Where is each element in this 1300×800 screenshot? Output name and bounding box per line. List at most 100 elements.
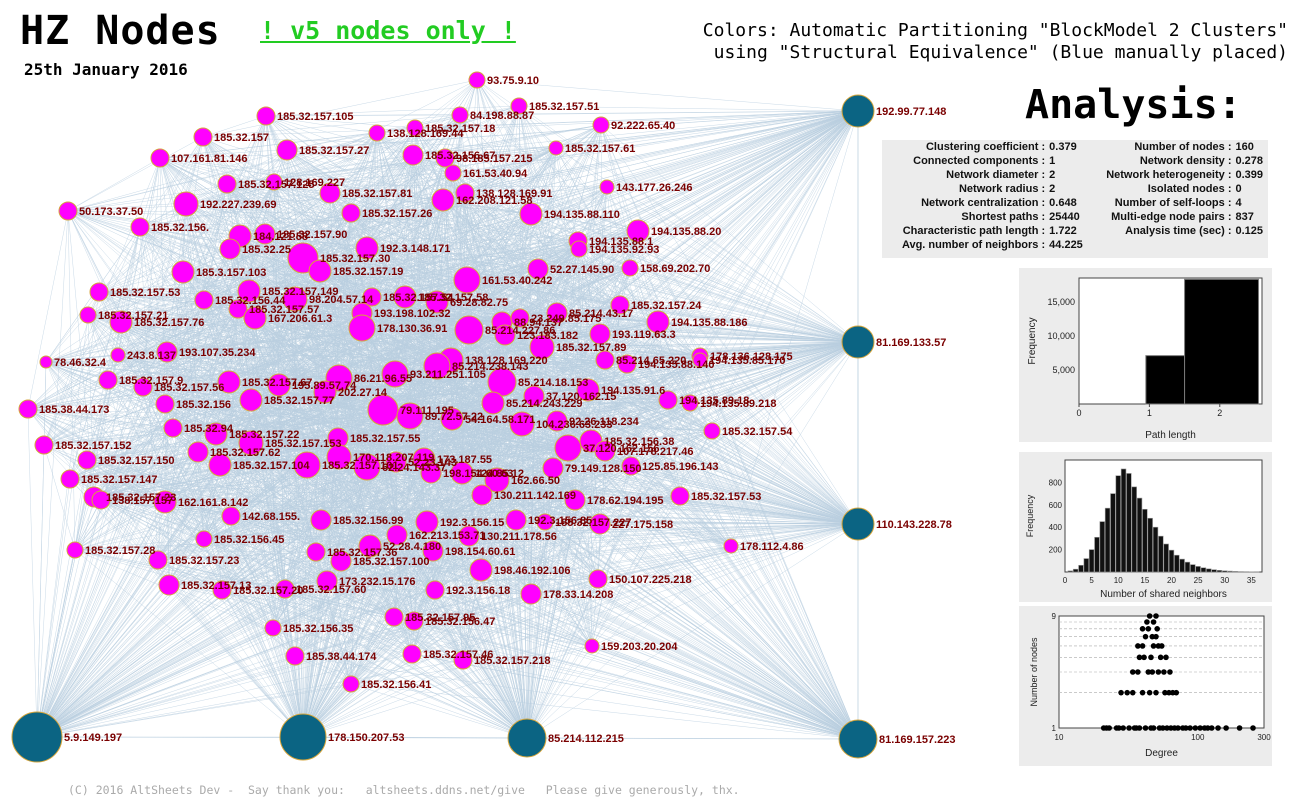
magenta-node bbox=[536, 513, 554, 531]
magenta-node bbox=[34, 435, 54, 455]
data-point bbox=[1124, 689, 1130, 696]
magenta-node bbox=[89, 282, 109, 302]
node-label: 158.69.202.70 bbox=[640, 263, 710, 275]
stat-value: 0.278 bbox=[1235, 155, 1264, 167]
magenta-node bbox=[217, 370, 241, 394]
data-point bbox=[1204, 725, 1211, 731]
data-point bbox=[1136, 725, 1143, 731]
blue-node-label: 81.169.157.223 bbox=[879, 734, 955, 746]
magenta-node bbox=[523, 385, 545, 407]
data-point bbox=[1150, 643, 1157, 649]
node-label: 227.175.158 bbox=[612, 519, 673, 531]
y-axis-label: Frequency bbox=[1025, 494, 1035, 537]
node-label: 185.3.157.103 bbox=[196, 267, 266, 279]
magenta-node bbox=[505, 509, 527, 531]
data-point bbox=[1167, 669, 1173, 675]
node-label: 185.32.156.38 bbox=[604, 436, 674, 448]
node-label: 130.211.178.56 bbox=[481, 531, 557, 543]
bar bbox=[1195, 566, 1201, 573]
magenta-node bbox=[431, 188, 455, 212]
bar bbox=[1211, 569, 1217, 573]
stat-value: 1.722 bbox=[1049, 225, 1077, 237]
node-label: 194.135.88.140 bbox=[638, 359, 714, 371]
node-label: 202.27.14 bbox=[338, 387, 388, 399]
node-label: 185.32.157.100 bbox=[353, 556, 429, 568]
blue-node bbox=[841, 94, 875, 128]
stat-value: 25440 bbox=[1049, 211, 1080, 223]
blue-node bbox=[279, 713, 327, 761]
bar bbox=[1110, 493, 1116, 573]
data-point bbox=[1215, 725, 1221, 731]
bar bbox=[1190, 564, 1196, 573]
stat-key: Clustering coefficient : bbox=[925, 141, 1046, 153]
magenta-node bbox=[404, 611, 424, 631]
node-label: 185.32.156.41 bbox=[361, 679, 431, 691]
magenta-node bbox=[238, 430, 264, 456]
blue-node bbox=[841, 507, 875, 541]
node-label: 185.32.157.149 bbox=[262, 286, 338, 298]
node-label: 193.107.35.234 bbox=[179, 347, 256, 359]
magenta-node bbox=[285, 646, 305, 666]
stat-value: 0.379 bbox=[1049, 141, 1077, 153]
bar bbox=[1174, 554, 1180, 573]
magenta-node bbox=[415, 510, 439, 534]
magenta-node bbox=[481, 391, 505, 415]
bar bbox=[1168, 549, 1175, 573]
node-label: 138.128.169.91 bbox=[476, 188, 552, 200]
node-label: 185.32.157.60 bbox=[296, 584, 366, 596]
bar bbox=[1145, 355, 1186, 405]
node-label: 194.135.89.218 bbox=[700, 398, 776, 410]
data-point bbox=[1139, 626, 1146, 632]
node-label: 85.214.243.229 bbox=[506, 398, 582, 410]
node-label: 194.135.89.18 bbox=[679, 395, 749, 407]
magenta-node bbox=[589, 513, 611, 535]
data-point bbox=[1142, 725, 1149, 731]
magenta-node bbox=[330, 550, 352, 572]
stat-key: Network density : bbox=[1139, 155, 1232, 167]
magenta-node bbox=[313, 380, 337, 404]
blue-node-label: 81.169.133.57 bbox=[876, 337, 946, 349]
magenta-node bbox=[163, 418, 183, 438]
stat-key: Network centralization : bbox=[921, 197, 1046, 209]
x-tick-label: 0 bbox=[1063, 576, 1068, 585]
graph-labels: 93.75.9.10185.32.157.5192.222.65.4084.19… bbox=[39, 75, 955, 746]
page-title: HZ Nodes bbox=[20, 8, 221, 54]
magenta-node bbox=[77, 450, 97, 470]
bar bbox=[1147, 517, 1153, 573]
magenta-node bbox=[355, 236, 379, 260]
y-tick-label: 200 bbox=[1049, 546, 1063, 555]
data-point bbox=[1135, 669, 1141, 675]
magenta-node bbox=[406, 119, 424, 137]
node-label: 185.32.157.101 bbox=[322, 460, 398, 472]
node-label: 52.28.4.180 bbox=[383, 541, 441, 553]
node-label: 125.85.196.143 bbox=[642, 461, 718, 473]
data-point bbox=[1236, 725, 1243, 731]
magenta-node bbox=[396, 402, 424, 430]
bar bbox=[1078, 564, 1084, 573]
magenta-node bbox=[425, 580, 445, 600]
copyright-footer: (C) 2016 AltSheets Dev - Say thank you: … bbox=[68, 783, 740, 797]
node-label: 79.111.195 bbox=[400, 405, 454, 417]
x-tick-label: 2 bbox=[1217, 408, 1222, 418]
magenta-node bbox=[386, 524, 408, 546]
magenta-node bbox=[342, 675, 360, 693]
magenta-node bbox=[570, 240, 588, 258]
node-label: 185.32.156.35 bbox=[283, 623, 353, 635]
blue-node-label: 85.214.112.215 bbox=[548, 733, 624, 745]
data-point bbox=[1223, 725, 1229, 731]
magenta-node bbox=[529, 334, 555, 360]
magenta-node bbox=[155, 394, 175, 414]
magenta-node bbox=[621, 456, 641, 476]
node-label: 185.32.25 bbox=[242, 244, 291, 256]
node-label: 185.32.157.95 bbox=[405, 612, 475, 624]
data-point bbox=[1139, 643, 1146, 649]
node-label: 185.32.157.150 bbox=[98, 455, 174, 467]
bar bbox=[1136, 497, 1143, 573]
node-label: 104.236.63.233 bbox=[536, 419, 612, 431]
stat-value: 4 bbox=[1235, 197, 1242, 209]
